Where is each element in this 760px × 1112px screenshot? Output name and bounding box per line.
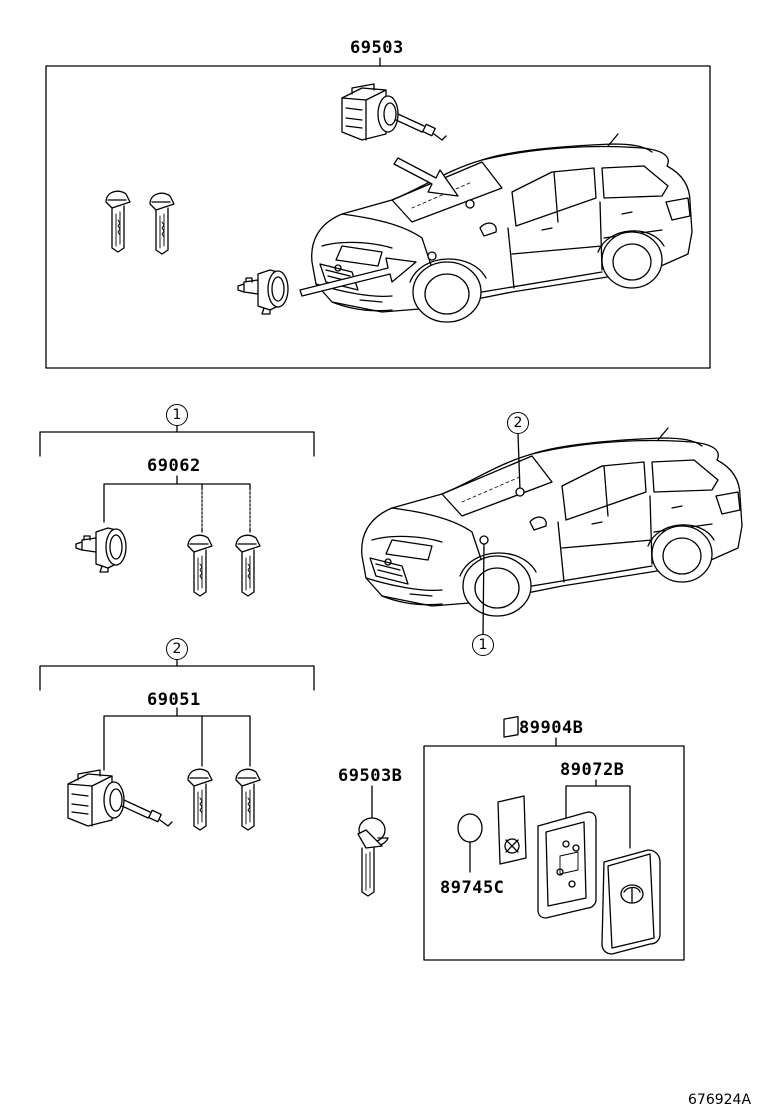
callout-circle-group-2: 2: [166, 638, 188, 660]
key-set2-a: [187, 768, 213, 831]
key-set2-b: [235, 768, 261, 831]
callout-1-line: [482, 541, 485, 637]
callout-2-dot: [515, 487, 525, 497]
key-top-1: [105, 190, 131, 253]
key-blank-drawing: [357, 817, 389, 897]
door-location-dot: [427, 251, 437, 261]
callout-circle-car-2: 2: [507, 412, 529, 434]
label-89745C: 89745C: [440, 878, 505, 898]
label-69503B: 69503B: [338, 766, 403, 786]
callout-2-line: [517, 433, 521, 491]
car-drawing-top: [311, 133, 693, 323]
battery-drawing: [457, 813, 483, 843]
set-69062-dash: [201, 489, 251, 531]
door-lock-barrel-top: [237, 269, 289, 315]
smart-key-box: [423, 745, 685, 961]
callout-circle-car-1: 1: [472, 634, 494, 656]
door-lock-barrel-set1: [75, 527, 127, 573]
case-tree: [565, 779, 631, 849]
illustration-number: 676924A: [688, 1092, 752, 1108]
ignition-switch-top: [341, 83, 447, 141]
key-case-outer-drawing: [601, 849, 661, 955]
car-drawing-right: [361, 427, 743, 617]
label-69503: 69503: [350, 38, 404, 58]
key-top-2: [149, 192, 175, 255]
label-69051: 69051: [147, 690, 201, 710]
assembly-box: [45, 65, 711, 369]
arrow-to-ignition: [393, 157, 459, 197]
group-1-bracket: [39, 431, 315, 457]
key-case-inner-drawing: [537, 811, 597, 919]
set-69062-tree: [103, 475, 251, 533]
key-set1-a: [187, 534, 213, 597]
group-2-bracket: [39, 665, 315, 691]
ignition-location-dot: [465, 199, 475, 209]
callout-circle-group-1: 1: [166, 404, 188, 426]
ignition-switch-set2: [67, 769, 173, 827]
callout-1-dot: [479, 535, 489, 545]
circuit-board-drawing: [497, 716, 527, 865]
label-69062: 69062: [147, 456, 201, 476]
label-89904B: 89904B: [519, 718, 584, 738]
arrow-to-door: [299, 257, 417, 297]
label-89072B: 89072B: [560, 760, 625, 780]
set-69051-tree: [103, 707, 251, 771]
key-set1-b: [235, 534, 261, 597]
